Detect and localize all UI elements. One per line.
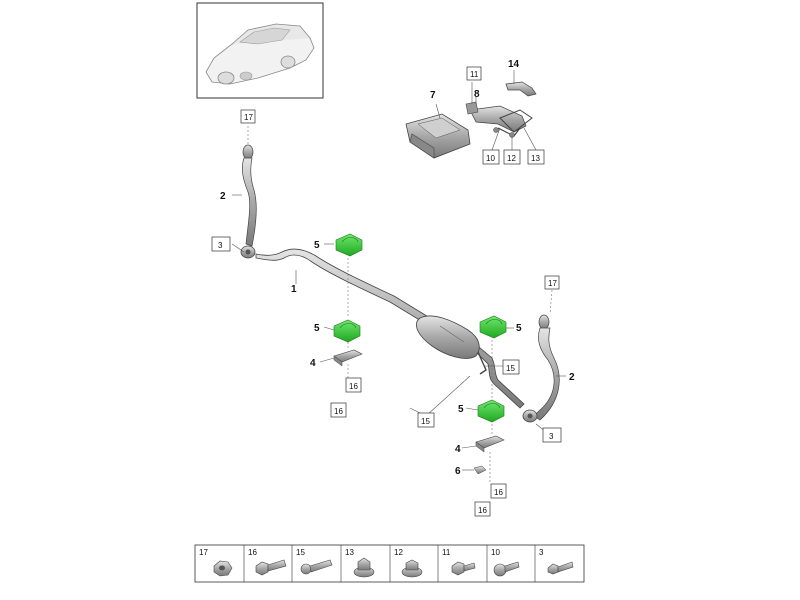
box-callout-17-left: 17	[240, 109, 256, 124]
bushing-top-right	[479, 315, 507, 339]
bracket-right	[475, 435, 505, 453]
short-bolt-icon	[451, 561, 476, 576]
box-callout-16-a: 16	[345, 377, 362, 393]
table-label-13: 13	[345, 548, 354, 557]
callout-5-top-left: 5	[314, 240, 320, 251]
svg-text:16: 16	[478, 506, 487, 515]
callout-5-top-right: 5	[516, 323, 522, 334]
table-label-3: 3	[539, 548, 544, 557]
svg-text:17: 17	[548, 279, 557, 288]
table-label-17: 17	[199, 548, 208, 557]
vehicle-thumbnail	[196, 2, 324, 99]
box-callout-16-c: 16	[490, 483, 507, 499]
callout-6: 6	[455, 466, 461, 477]
callout-14: 14	[508, 59, 520, 70]
svg-text:16: 16	[349, 382, 358, 391]
svg-text:12: 12	[507, 154, 516, 163]
box-callout-15-a: 15	[502, 359, 520, 375]
table-label-12: 12	[394, 548, 403, 557]
svg-text:3: 3	[218, 241, 223, 250]
flange-nut-icon	[353, 557, 375, 578]
svg-text:15: 15	[506, 364, 515, 373]
box-callout-17-right: 17	[544, 275, 560, 290]
callout-4-right: 4	[455, 444, 461, 455]
callout-5-bottom-left: 5	[314, 323, 320, 334]
control-unit-assembly	[405, 81, 537, 159]
svg-text:16: 16	[494, 488, 503, 497]
clip-part-6	[473, 465, 487, 475]
box-callout-10: 10	[482, 149, 500, 165]
box-callout-16-d: 16	[474, 501, 491, 517]
table-label-16: 16	[248, 548, 257, 557]
callout-7: 7	[430, 90, 436, 101]
callout-2-right: 2	[569, 372, 575, 383]
flange-bolt-icon	[300, 559, 333, 575]
callout-4-left: 4	[310, 358, 316, 369]
stabilizer-bar	[255, 248, 525, 409]
box-callout-3-right: 3	[542, 427, 562, 443]
box-callout-13: 13	[527, 149, 545, 165]
svg-text:15: 15	[421, 417, 430, 426]
svg-text:11: 11	[470, 70, 479, 79]
svg-text:16: 16	[334, 407, 343, 416]
callout-1: 1	[291, 284, 297, 295]
bracket-left	[333, 349, 363, 367]
svg-text:10: 10	[486, 154, 495, 163]
box-callout-12: 12	[503, 149, 521, 165]
fastener-table: 17 16 15 13 12 11 10 3	[194, 544, 585, 583]
callout-2-left: 2	[220, 191, 226, 202]
box-callout-16-b: 16	[330, 402, 347, 418]
washer-bolt-icon	[493, 561, 520, 577]
table-label-15: 15	[296, 548, 305, 557]
hex-nut-icon	[213, 560, 233, 577]
flange-nut-icon	[401, 559, 423, 578]
box-callout-15-b: 15	[417, 412, 435, 428]
bolt-icon	[547, 561, 574, 575]
table-label-10: 10	[491, 548, 500, 557]
box-callout-3-left: 3	[211, 236, 231, 252]
bushing-bottom-right	[477, 399, 505, 423]
hex-bolt-icon	[255, 559, 287, 576]
svg-text:13: 13	[531, 154, 540, 163]
svg-text:17: 17	[244, 113, 253, 122]
svg-text:3: 3	[549, 432, 554, 441]
bushing-top-left	[335, 233, 363, 257]
box-callout-11: 11	[466, 66, 482, 81]
callout-8: 8	[474, 89, 480, 100]
right-stabilizer-link	[522, 314, 560, 423]
callout-5-bottom-right: 5	[458, 404, 464, 415]
table-label-11: 11	[442, 548, 451, 557]
bushing-bottom-left	[333, 319, 361, 343]
left-stabilizer-link	[240, 144, 257, 259]
